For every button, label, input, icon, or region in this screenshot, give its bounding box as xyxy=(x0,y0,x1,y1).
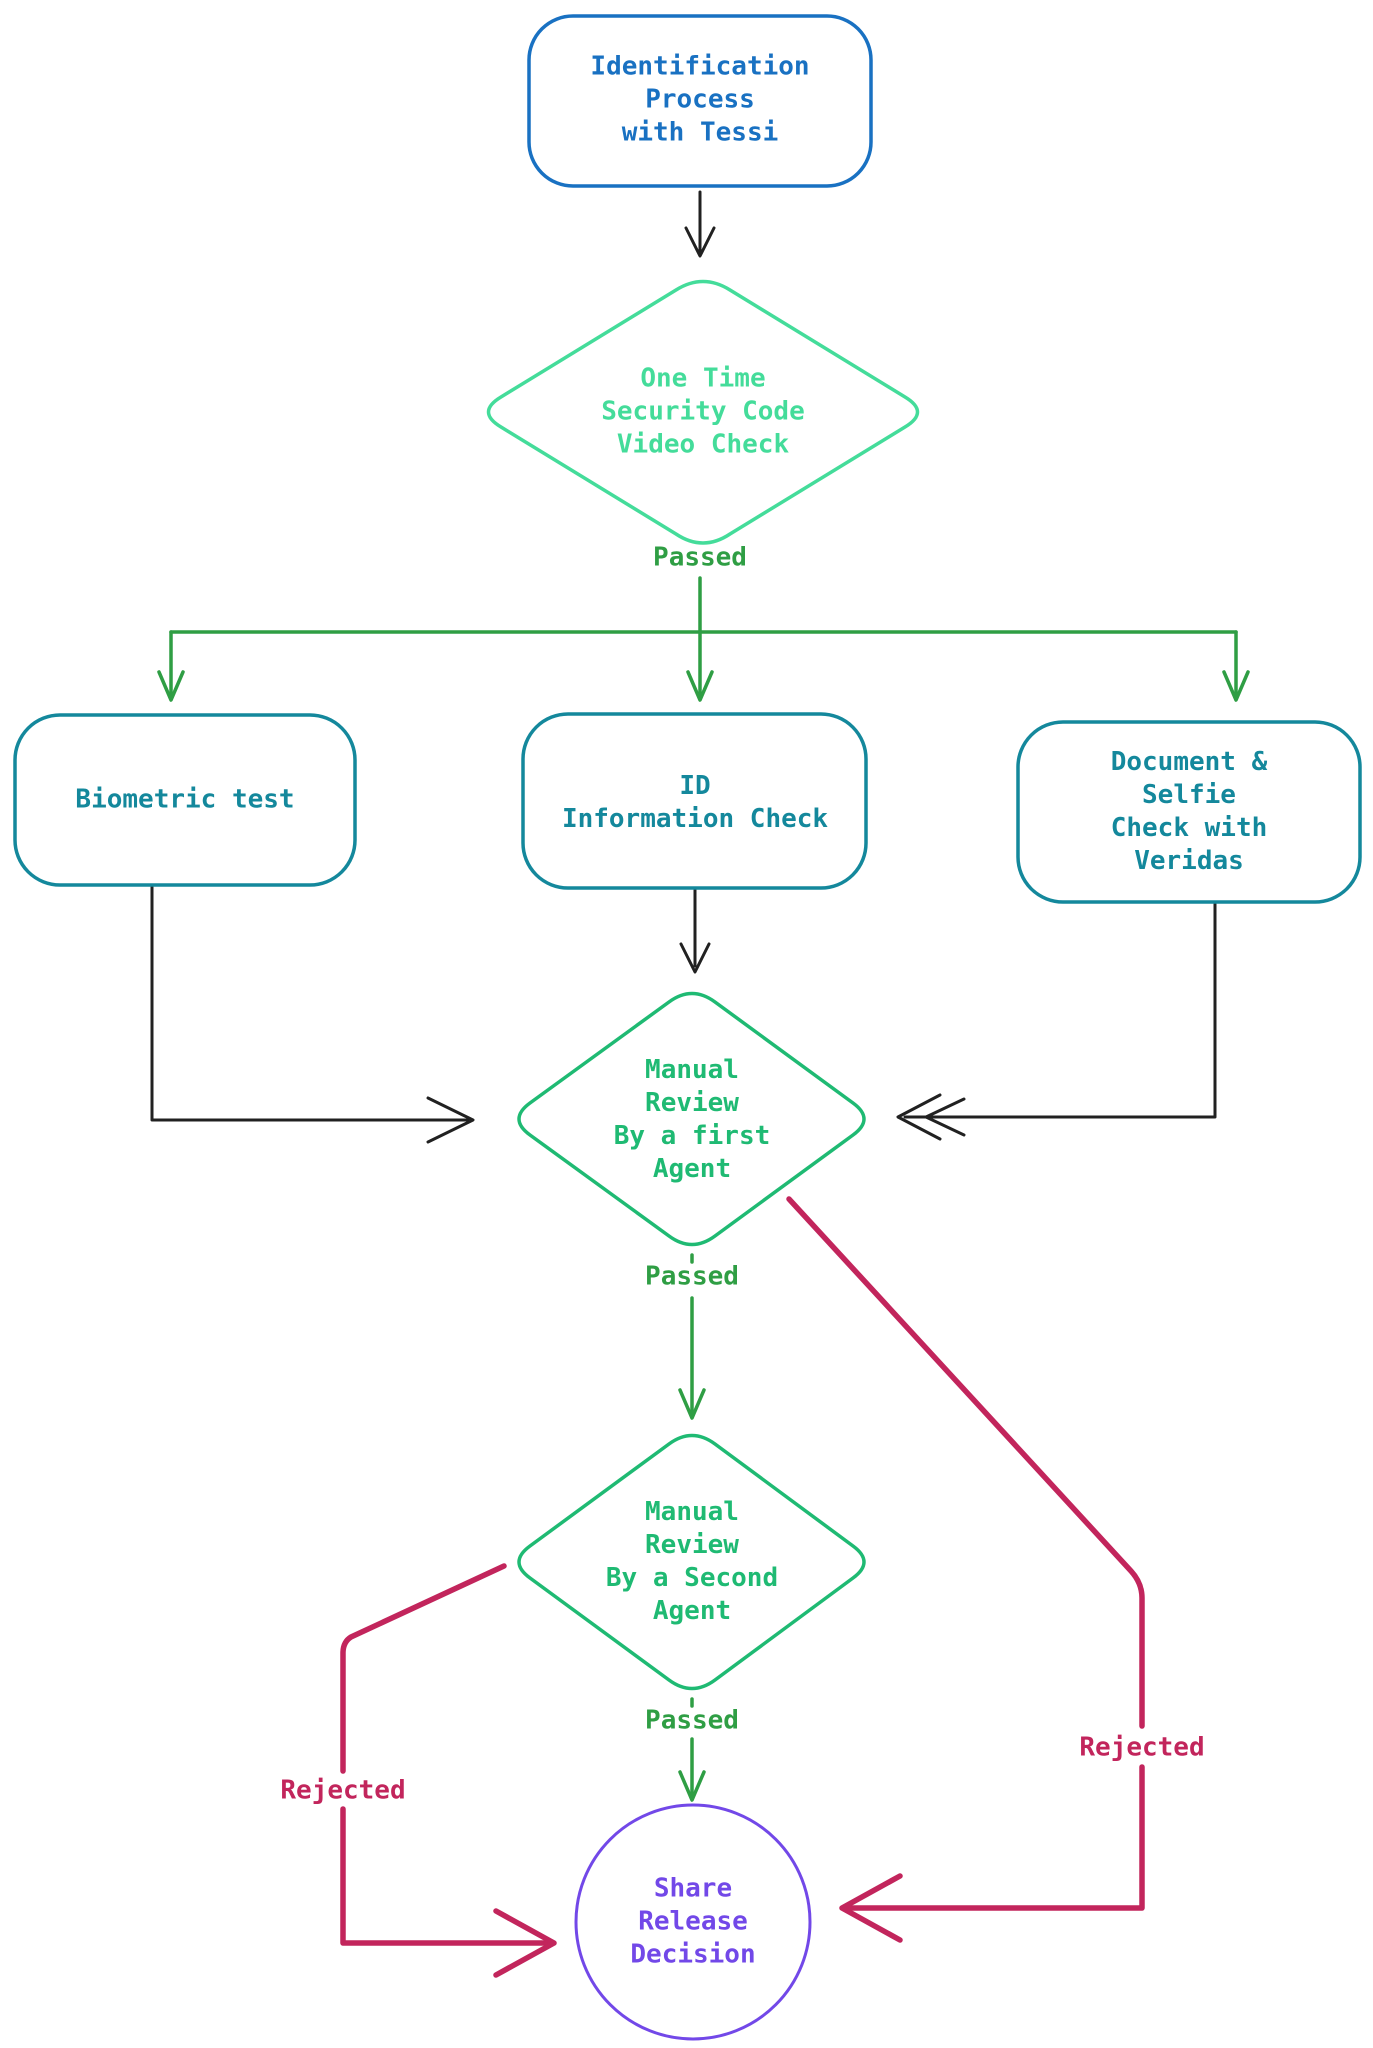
node-review-first-label: Manual Review By a first Agent xyxy=(613,1055,771,1184)
edge-review2-rejected-upper xyxy=(340,1563,507,1774)
node-id-information-label: ID Information Check xyxy=(561,771,829,834)
arrowhead-right-icon xyxy=(426,1096,475,1144)
arrowhead-down-icon xyxy=(678,1388,706,1420)
node-identification-label: Identification Process with Tessi xyxy=(590,51,810,148)
node-otp-video-check-label: One Time Security Code Video Check xyxy=(601,363,805,460)
edge-label-rejected-left: Rejected xyxy=(280,1775,406,1806)
edge-label-passed-3: Passed xyxy=(645,1705,739,1736)
edge-label-rejected-right: Rejected xyxy=(1079,1732,1205,1763)
node-biometric-shape xyxy=(13,713,357,887)
node-doc-selfie-shape xyxy=(1016,720,1362,904)
edge-docselfie-to-review1 xyxy=(903,902,1217,1119)
node-identification-shape xyxy=(527,14,873,188)
arrowhead-down-icon xyxy=(1222,670,1250,702)
node-biometric-label: Biometric test xyxy=(75,784,295,815)
arrowhead-left-icon xyxy=(896,1093,942,1141)
arrowhead-down-icon xyxy=(679,942,711,974)
node-review-first-shape xyxy=(517,991,866,1247)
arrowhead-down-icon xyxy=(684,226,716,258)
arrowhead-down-icon xyxy=(686,670,714,702)
arrowhead-right-icon xyxy=(493,1908,557,1978)
edge-review1-rejected-upper xyxy=(786,1196,1145,1729)
edge-review1-rejected-lower xyxy=(843,1764,1145,1911)
edge-biometric-to-review1 xyxy=(150,885,470,1122)
node-doc-selfie-label: Document & Selfie Check with Veridas xyxy=(1110,747,1268,876)
edge-label-passed-1: Passed xyxy=(653,542,747,573)
node-id-information-shape xyxy=(521,712,868,890)
node-otp-video-check-shape xyxy=(486,279,920,545)
node-decision-label: Share Release Decision xyxy=(630,1873,756,1970)
node-review-second-shape xyxy=(517,1433,866,1691)
black-edges xyxy=(150,190,1217,1144)
edge-review2-rejected-lower xyxy=(340,1806,553,1946)
edge-label-passed-2: Passed xyxy=(645,1261,739,1292)
arrowhead-down-icon xyxy=(678,1770,706,1802)
node-decision-shape xyxy=(574,1803,812,2041)
arrowhead-down-icon xyxy=(157,670,185,702)
arrowhead-left-icon xyxy=(839,1873,903,1943)
rejected-edges xyxy=(340,1196,1145,1978)
node-review-second-label: Manual Review By a Second Agent xyxy=(605,1497,779,1626)
passed-edges xyxy=(157,576,1250,1802)
arrowhead-left-icon xyxy=(924,1097,966,1137)
